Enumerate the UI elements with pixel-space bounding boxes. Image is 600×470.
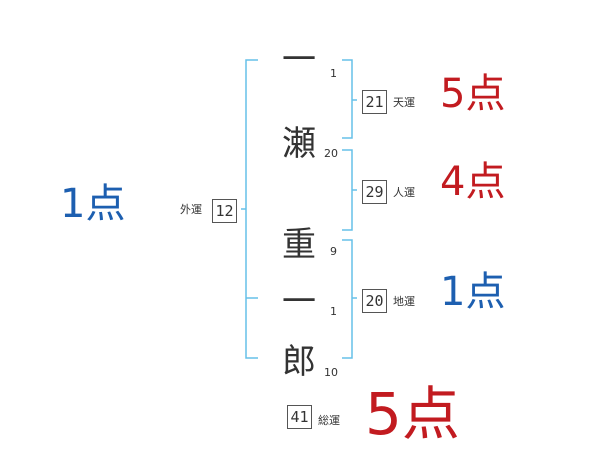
jin-bracket bbox=[342, 149, 353, 231]
gai-score: 1点 bbox=[60, 181, 126, 227]
sou-label: 総運 bbox=[318, 414, 340, 427]
chi-label: 地運 bbox=[393, 295, 415, 308]
surname-strokes-1: 1 bbox=[330, 67, 337, 80]
surname-char-1: 一 bbox=[282, 40, 316, 80]
surname-char-3: 重 bbox=[282, 225, 316, 265]
chi-bracket bbox=[342, 239, 353, 359]
jin-score: 4点 bbox=[440, 159, 506, 205]
surname-strokes-2: 20 bbox=[324, 147, 338, 160]
surname-char-2: 瀬 bbox=[282, 124, 316, 164]
jin-value-box: 29 bbox=[362, 180, 387, 204]
given-strokes-2: 10 bbox=[324, 366, 338, 379]
surname-strokes-3: 9 bbox=[330, 245, 337, 258]
sou-score: 5点 bbox=[365, 380, 460, 448]
jin-label: 人運 bbox=[393, 186, 415, 199]
sou-value-box: 41 bbox=[287, 405, 312, 429]
outer-bracket bbox=[245, 59, 258, 359]
given-char-2: 郎 bbox=[282, 342, 316, 382]
gai-value-box: 12 bbox=[212, 199, 237, 223]
ten-label: 天運 bbox=[393, 96, 415, 109]
given-char-1: 一 bbox=[282, 282, 316, 322]
ten-bracket bbox=[342, 59, 353, 139]
chi-score: 1点 bbox=[440, 269, 506, 315]
ten-value-box: 21 bbox=[362, 90, 387, 114]
gai-label: 外運 bbox=[180, 203, 202, 216]
ten-score: 5点 bbox=[440, 71, 506, 117]
given-strokes-1: 1 bbox=[330, 305, 337, 318]
chi-value-box: 20 bbox=[362, 289, 387, 313]
bracket-group bbox=[241, 59, 357, 359]
